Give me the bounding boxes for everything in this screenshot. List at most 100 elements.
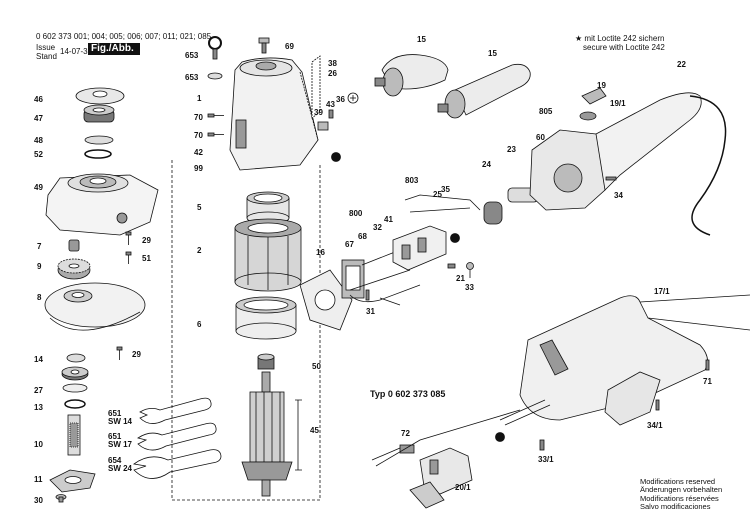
wrench-part-2: 651: [108, 432, 122, 441]
label-803: 803: [405, 176, 419, 185]
part-52-circlip: [84, 149, 112, 159]
marker-x-2: [450, 233, 460, 243]
label-27: 27: [34, 386, 43, 395]
label-33-1: 33/1: [538, 455, 554, 464]
modifications-de: Änderungen vorbehalten: [640, 485, 723, 495]
part-24-bearing: [483, 201, 503, 225]
loctite-note-de: mit Loctite 242 sichern: [584, 34, 665, 43]
label-34: 34: [614, 191, 623, 200]
label-36: 36: [336, 95, 345, 104]
part-17-1-handle-housing: [519, 294, 750, 421]
part-13-ring: [64, 399, 86, 409]
label-22: 22: [677, 60, 686, 69]
part-17-1-lower-grip: [604, 371, 661, 426]
part-15-handle-a: [374, 54, 449, 97]
part-34-screw: [605, 176, 617, 181]
part-34-1-screw: [655, 399, 660, 411]
part-33-1-screw: [539, 439, 545, 451]
label-7: 7: [37, 242, 42, 251]
wrench-label-2: 651 SW 17: [108, 433, 132, 449]
label-70-bottom: 70: [194, 131, 203, 140]
issue-label-en: Issue: [36, 43, 56, 52]
wrench-sw24: [133, 449, 222, 479]
part-43-screw: [328, 109, 334, 119]
label-653-top: 653: [185, 51, 199, 60]
part-69-screw: [258, 37, 270, 54]
part-30-screw: [55, 494, 67, 503]
label-10: 10: [34, 440, 43, 449]
loctite-note: ★ mit Loctite 242 sichern secure with Lo…: [575, 34, 665, 52]
part-653-eyebolt: [208, 36, 222, 60]
label-8: 8: [37, 293, 42, 302]
wrench-size-3: SW 24: [108, 464, 133, 473]
figure-label: Fig./Abb. 1: [88, 43, 140, 66]
part-15-handle-b: [437, 63, 531, 119]
label-23: 23: [507, 145, 516, 154]
part-36-cap: [347, 92, 359, 104]
label-99: 99: [194, 164, 203, 173]
label-67: 67: [345, 240, 354, 249]
label-800: 800: [349, 209, 363, 218]
modifications-fr: Modifications réservées: [640, 493, 719, 503]
label-2: 2: [197, 246, 202, 255]
label-17-1: 17/1: [654, 287, 670, 296]
part-19-lever: [581, 87, 607, 105]
marker-x-3: [495, 432, 505, 442]
screw-70-top: [207, 113, 224, 118]
label-29-top: 29: [142, 236, 151, 245]
part-805-gear-head: [529, 129, 611, 211]
label-16: 16: [316, 248, 325, 257]
part-19-1-spring: [579, 111, 597, 121]
wrench-sw14: [139, 397, 212, 424]
label-68: 68: [358, 232, 367, 241]
label-42: 42: [194, 148, 203, 157]
part-31-screw: [365, 289, 370, 301]
label-71: 71: [703, 377, 712, 386]
label-52: 52: [34, 150, 43, 159]
part-45-armature: [241, 371, 293, 497]
label-19-1: 19/1: [610, 99, 626, 108]
label-25: 25: [433, 190, 442, 199]
part-9-pinion: [57, 258, 91, 280]
label-45: 45: [310, 426, 319, 435]
part-46-flange: [75, 87, 125, 105]
part-27-bearing: [61, 366, 89, 381]
marker-x-1: [331, 152, 341, 162]
label-50: 50: [312, 362, 321, 371]
part-11-bearing-plate: [49, 469, 96, 493]
label-49: 49: [34, 183, 43, 192]
screw-29-bottom: [116, 346, 123, 360]
label-21: 21: [456, 274, 465, 283]
modifications-en: Modifications reserved: [640, 477, 716, 486]
part-7-bush: [68, 239, 80, 252]
label-48: 48: [34, 136, 43, 145]
part-1-motor-housing: [229, 57, 319, 171]
part-21-clip: [447, 263, 456, 269]
loctite-note-en: secure with Loctite 242: [583, 43, 665, 52]
wrench-sw17: [137, 422, 217, 451]
label-39: 39: [314, 108, 323, 117]
issue-label-de: Stand: [36, 52, 57, 61]
part-2-stator: [234, 218, 302, 292]
wrench-size-2: SW 17: [108, 440, 133, 449]
label-13: 13: [34, 403, 43, 412]
label-34-1: 34/1: [647, 421, 663, 430]
label-24: 24: [482, 160, 491, 169]
wrench-part-1: 651: [108, 409, 122, 418]
label-805: 805: [539, 107, 553, 116]
label-60: 60: [536, 133, 545, 142]
label-72: 72: [401, 429, 410, 438]
part-48-ring: [84, 135, 114, 145]
doc-number: 0 602 373 001; 004; 005; 006; 007; 011; …: [36, 32, 212, 41]
label-11: 11: [34, 475, 43, 484]
part-33-screw: [466, 262, 474, 278]
part-71-screw: [705, 359, 710, 371]
part-10-spindle: [67, 414, 81, 456]
label-43: 43: [326, 100, 335, 109]
label-1: 1: [197, 94, 202, 103]
label-38: 38: [328, 59, 337, 68]
part-39-clip: [317, 121, 329, 131]
label-30: 30: [34, 496, 43, 505]
screw-51: [125, 251, 132, 264]
